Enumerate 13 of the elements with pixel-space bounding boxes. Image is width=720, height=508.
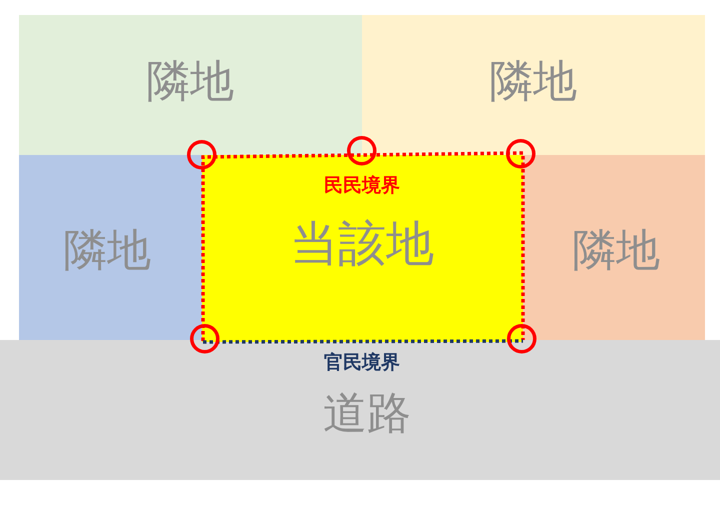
parcel-label: 当該地: [290, 220, 434, 268]
land-parcel: [523, 155, 705, 341]
land-parcel: [19, 15, 362, 155]
parcel-label: 隣地: [572, 229, 660, 273]
road-area: [0, 340, 720, 480]
parcel-label: 道路: [323, 392, 411, 436]
boundary-label: 官民境界: [324, 354, 400, 372]
land-parcel: [362, 15, 705, 155]
parcel-label: 隣地: [63, 229, 151, 273]
parcel-label: 隣地: [489, 60, 577, 104]
parcel-label: 隣地: [146, 60, 234, 104]
boundary-label: 民民境界: [324, 176, 400, 196]
land-parcel: [19, 155, 202, 341]
